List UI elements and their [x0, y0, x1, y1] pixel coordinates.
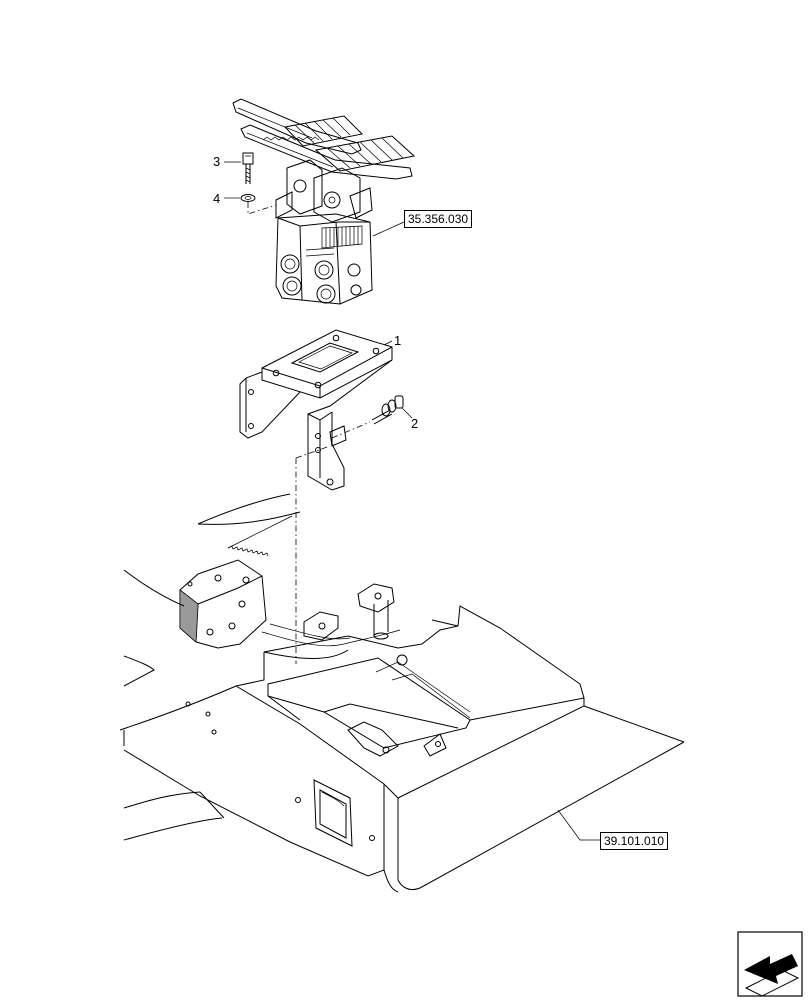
reference-label-pedal-valve[interactable]: 35.356.030: [404, 210, 473, 228]
callout-3: 3: [213, 154, 220, 169]
callout-4: 4: [213, 191, 220, 206]
bracket-part-1: [239, 329, 393, 491]
next-page-arrow-icon[interactable]: [737, 931, 803, 997]
bolt-part-2: [371, 395, 404, 425]
pedal-valve-assembly: [232, 98, 416, 305]
reference-label-frame[interactable]: 39.101.010: [600, 832, 669, 850]
callout-2: 2: [411, 416, 418, 431]
callout-1: 1: [394, 333, 401, 348]
washer-part-4: [240, 194, 256, 202]
bolt-part-3: [242, 152, 254, 184]
upper-frame: [119, 493, 685, 893]
